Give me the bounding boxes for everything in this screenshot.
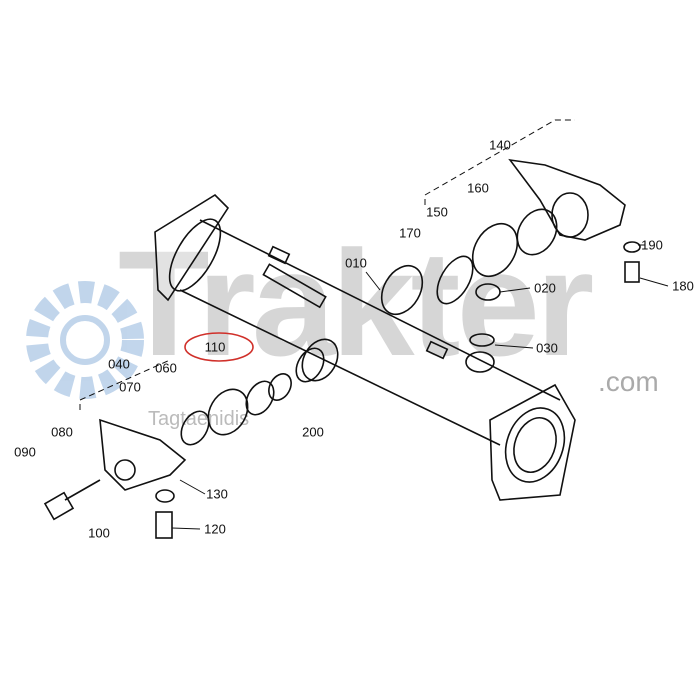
part-label-040[interactable]: 040: [108, 356, 130, 372]
part-label-180[interactable]: 180: [672, 278, 694, 294]
gear-logo-icon: [26, 281, 144, 399]
part-label-170[interactable]: 170: [399, 225, 421, 241]
part-label-160[interactable]: 160: [467, 180, 489, 196]
axle-housing: [43, 158, 641, 539]
part-label-020[interactable]: 020: [534, 280, 556, 296]
part-label-150[interactable]: 150: [426, 204, 448, 220]
highlight-ellipse: [184, 332, 254, 362]
part-label-110[interactable]: 110: [204, 339, 226, 355]
part-label-060[interactable]: 060: [155, 360, 177, 376]
part-label-010[interactable]: 010: [345, 255, 367, 271]
part-label-130[interactable]: 130: [206, 486, 228, 502]
part-label-120[interactable]: 120: [204, 521, 226, 537]
leader-lines: [79, 119, 669, 530]
part-label-190[interactable]: 190: [641, 237, 663, 253]
part-label-140[interactable]: 140: [489, 137, 511, 153]
watermark-sub: Tagtaenidis: [148, 408, 250, 430]
part-label-080[interactable]: 080: [51, 424, 73, 440]
part-label-070[interactable]: 070: [119, 379, 141, 395]
part-label-030[interactable]: 030: [536, 340, 558, 356]
watermark-domain: .com: [598, 366, 659, 397]
part-label-090[interactable]: 090: [14, 444, 36, 460]
part-label-100[interactable]: 100: [88, 525, 110, 541]
part-label-200[interactable]: 200: [302, 424, 324, 440]
